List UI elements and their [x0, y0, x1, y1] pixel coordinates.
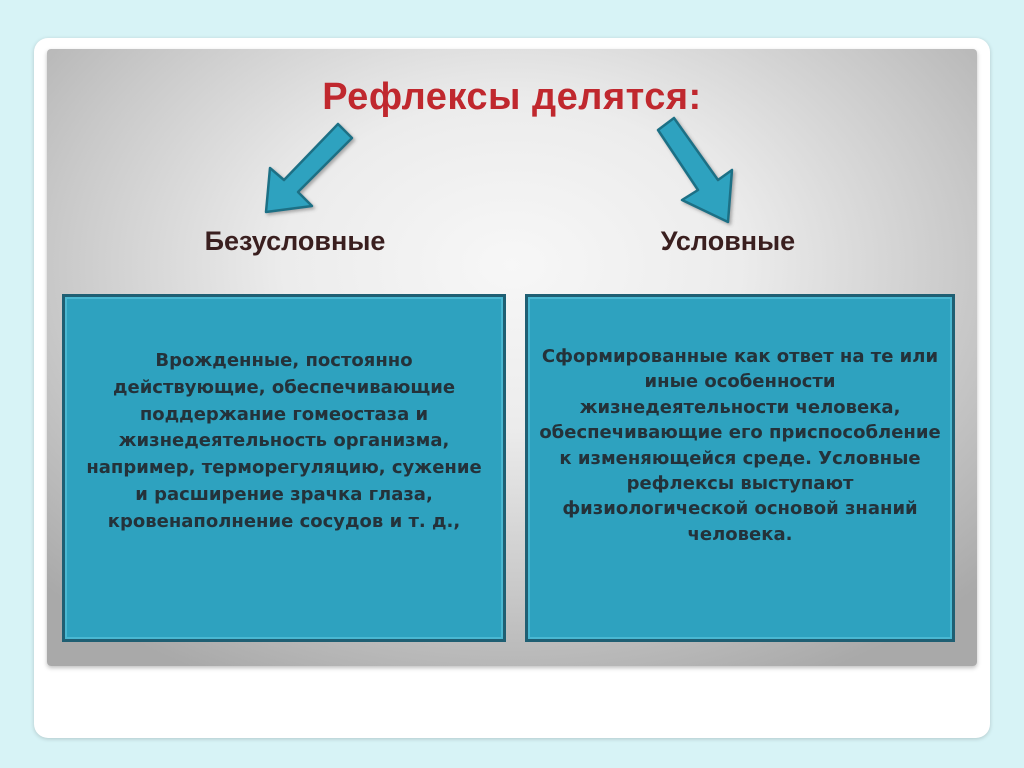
heading-unconditioned: Безусловные	[204, 226, 386, 256]
unconditioned-description-box: Врожденные, постоянно действующие, обесп…	[62, 294, 506, 642]
heading-conditioned: Условные	[660, 226, 796, 256]
unconditioned-description-text: Врожденные, постоянно действующие, обесп…	[86, 350, 482, 532]
conditioned-description-text: Сформированные как ответ на те или иные …	[539, 346, 941, 545]
conditioned-description-box: Сформированные как ответ на те или иные …	[525, 294, 955, 642]
arrow-down-right-icon	[656, 116, 734, 224]
slide-title: Рефлексы делятся:	[322, 76, 702, 118]
arrow-down-left-icon	[264, 122, 354, 214]
